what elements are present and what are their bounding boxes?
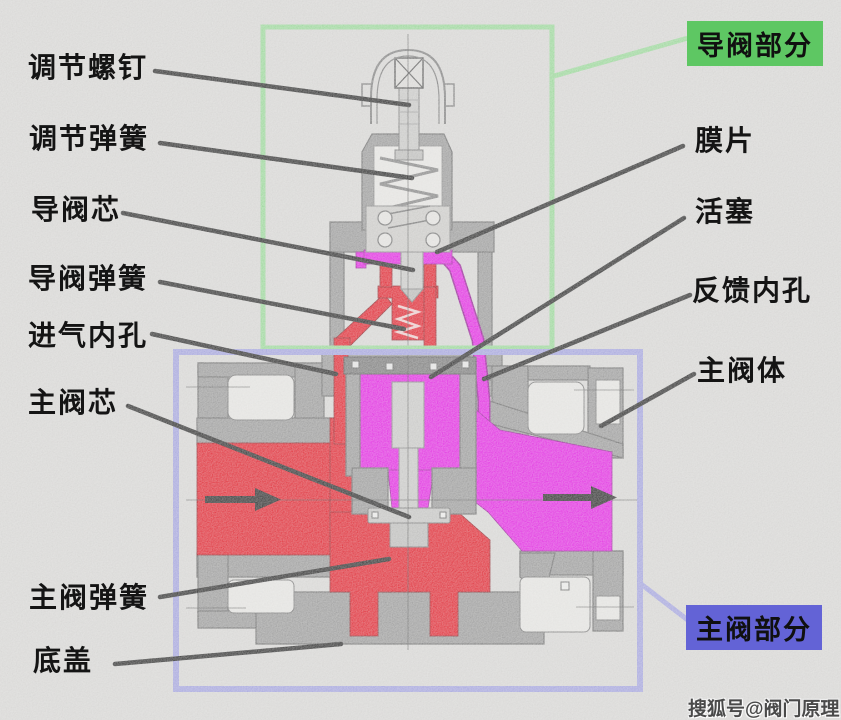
watermark: 搜狐号@阀门原理 xyxy=(688,699,840,720)
label-bottom-cover: 底盖 xyxy=(33,646,94,677)
label-inlet-hole: 进气内孔 xyxy=(28,321,149,352)
label-adjust-screw: 调节螺钉 xyxy=(28,53,149,84)
label-diaphragm: 膜片 xyxy=(695,126,756,157)
label-piston: 活塞 xyxy=(695,197,756,228)
label-adjust-spring: 调节弹簧 xyxy=(29,124,150,155)
label-pilot-core: 导阀芯 xyxy=(31,195,122,226)
pilot-section-tag: 导阀部分 xyxy=(687,21,823,66)
main-section-tag: 主阀部分 xyxy=(686,605,822,650)
label-main-body: 主阀体 xyxy=(697,356,788,387)
label-feedback-hole: 反馈内孔 xyxy=(692,276,813,307)
label-main-spring: 主阀弹簧 xyxy=(29,583,150,614)
label-main-core: 主阀芯 xyxy=(28,388,119,419)
label-pilot-spring: 导阀弹簧 xyxy=(28,264,149,295)
